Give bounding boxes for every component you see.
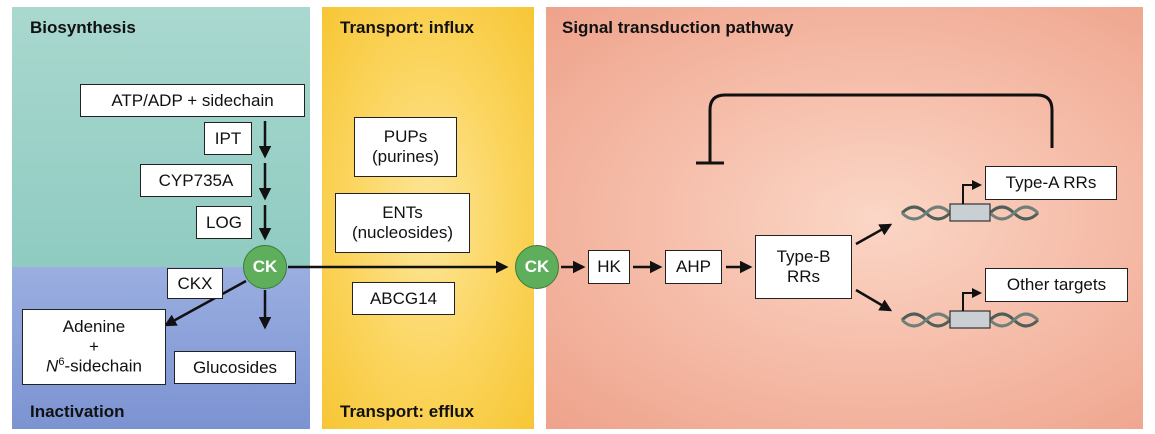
typeb-to-other-arrow: [855, 288, 893, 312]
type-a-rrs-box: Type-A RRs: [985, 166, 1117, 200]
plus-sign: +: [89, 336, 99, 356]
inactivation-title: Inactivation: [30, 402, 125, 421]
other-targets-box: Other targets: [985, 268, 1128, 302]
ckx-box: CKX: [167, 268, 223, 299]
typeb-to-typea-arrow: [855, 223, 893, 246]
atp-adp-sidechain-box: ATP/ADP + sidechain: [80, 84, 305, 117]
transport-efflux-title: Transport: efflux: [340, 402, 475, 421]
ck-to-adenine-arrow: [163, 279, 247, 327]
nucleosides-label: (nucleosides): [351, 223, 454, 242]
signal-panel: [546, 7, 1143, 429]
ck-circle-target: CK: [515, 245, 559, 289]
signal-title: Signal transduction pathway: [562, 18, 794, 37]
pups-label: PUPs: [383, 127, 428, 147]
type-b-label: Type-B: [776, 247, 831, 267]
ents-box: ENTs (nucleosides): [335, 193, 470, 253]
biosynthesis-title: Biosynthesis: [30, 18, 136, 37]
cyp735a-box: CYP735A: [140, 164, 252, 197]
ents-label: ENTs: [382, 203, 423, 223]
ahp-box: AHP: [665, 250, 722, 284]
glucosides-box: Glucosides: [174, 351, 296, 384]
adenine-label: Adenine: [62, 317, 126, 337]
adenine-box: Adenine + N6-sidechain: [22, 309, 166, 385]
log-box: LOG: [196, 206, 252, 239]
ck-circle-source: CK: [243, 245, 287, 289]
feedback-line: [708, 93, 1054, 163]
ipt-box: IPT: [204, 122, 252, 155]
type-b-rrs-box: Type-B RRs: [755, 235, 852, 299]
transport-influx-title: Transport: influx: [340, 18, 475, 37]
n6-sidechain-label: N6-sidechain: [46, 356, 142, 377]
rrs-label: RRs: [786, 267, 821, 286]
pups-box: PUPs (purines): [354, 117, 457, 177]
abcg14-box: ABCG14: [352, 282, 455, 315]
dna-upper-icon: [900, 180, 1040, 222]
hk-box: HK: [588, 250, 630, 284]
biosynthesis-panel: [12, 7, 310, 267]
purines-label: (purines): [371, 147, 440, 166]
dna-lower-icon: [900, 288, 1040, 329]
